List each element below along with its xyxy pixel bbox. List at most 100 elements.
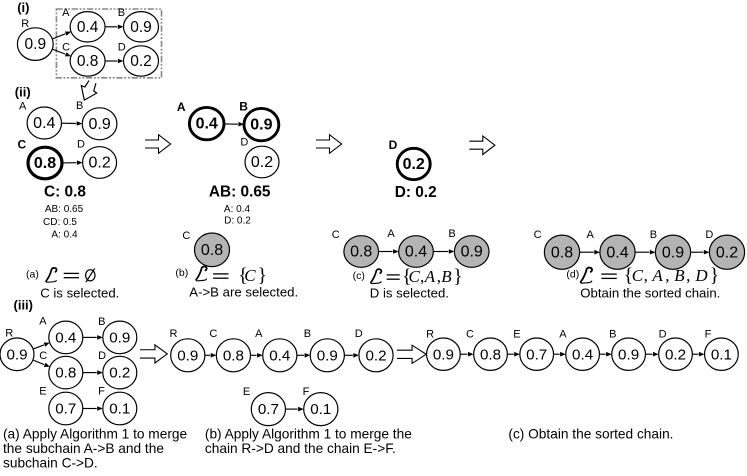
- svg-text:0.9: 0.9: [250, 117, 272, 134]
- svg-text:0.9: 0.9: [662, 244, 684, 261]
- svg-text:D is selected.: D is selected.: [370, 286, 449, 301]
- svg-text:A: A: [62, 7, 70, 19]
- svg-text:B: B: [239, 99, 248, 113]
- svg-text:}: }: [453, 266, 462, 287]
- svg-text:0.1: 0.1: [310, 401, 331, 418]
- svg-text:C: C: [534, 229, 542, 241]
- svg-text:0.4: 0.4: [269, 347, 290, 364]
- svg-text:AB: 0.65: AB: 0.65: [209, 183, 271, 200]
- svg-text:,: ,: [665, 266, 669, 285]
- svg-text:C: C: [409, 267, 421, 286]
- svg-text:0.9: 0.9: [25, 36, 47, 53]
- svg-text:0.9: 0.9: [177, 347, 198, 364]
- svg-text:0.2: 0.2: [365, 347, 386, 364]
- svg-text:0.4: 0.4: [77, 19, 99, 36]
- svg-text:C: C: [332, 229, 340, 241]
- svg-text:0.8: 0.8: [34, 155, 56, 172]
- svg-text:0.4: 0.4: [55, 330, 76, 347]
- svg-text:C: C: [182, 230, 190, 242]
- svg-text:(c): (c): [353, 270, 365, 282]
- svg-text:E: E: [513, 329, 520, 341]
- svg-text:(d): (d): [566, 269, 579, 281]
- svg-text:B: B: [98, 316, 105, 328]
- svg-text:0.1: 0.1: [711, 346, 732, 363]
- svg-text:0.7: 0.7: [55, 401, 76, 418]
- svg-text:R: R: [426, 329, 434, 341]
- svg-text:0.4: 0.4: [606, 244, 628, 261]
- svg-text:D: D: [705, 229, 713, 241]
- svg-text:subchain C->D.: subchain C->D.: [3, 455, 98, 470]
- svg-text:B: B: [76, 100, 83, 112]
- svg-text:{: {: [402, 266, 411, 287]
- svg-text:0.9: 0.9: [461, 244, 483, 261]
- svg-text:0.2: 0.2: [251, 154, 273, 171]
- svg-text:E: E: [39, 386, 46, 398]
- svg-text:0.8: 0.8: [223, 347, 244, 364]
- svg-text:C: C: [62, 41, 70, 53]
- svg-text:0.7: 0.7: [258, 401, 279, 418]
- svg-text:B: B: [118, 7, 125, 19]
- svg-text:C: C: [39, 350, 47, 362]
- svg-text:A: 0.4: A: 0.4: [224, 204, 251, 215]
- svg-text:0.9: 0.9: [433, 346, 454, 363]
- svg-text:(a) Apply Algorithm 1 to merge: (a) Apply Algorithm 1 to merge: [3, 426, 187, 441]
- svg-text:0.9: 0.9: [618, 346, 639, 363]
- svg-text:CD: 0.5: CD: 0.5: [43, 217, 77, 228]
- svg-text:C: C: [244, 266, 256, 285]
- svg-text:D: D: [77, 138, 85, 150]
- svg-text:D: D: [659, 329, 667, 341]
- svg-text:(b) Apply Algorithm 1 to merge: (b) Apply Algorithm 1 to merge the: [205, 426, 412, 441]
- svg-text:0.9: 0.9: [317, 347, 338, 364]
- svg-text:A: A: [587, 229, 595, 241]
- svg-text:D: 0.2: D: 0.2: [224, 215, 251, 226]
- svg-text:0.2: 0.2: [665, 346, 686, 363]
- svg-text:B: B: [674, 266, 685, 285]
- svg-text:A: A: [39, 316, 47, 328]
- svg-text:0.7: 0.7: [526, 346, 547, 363]
- svg-text:B: B: [441, 267, 452, 286]
- svg-text:F: F: [303, 386, 310, 398]
- svg-text:A: A: [651, 266, 663, 285]
- svg-text:F: F: [705, 329, 712, 341]
- svg-text:(i): (i): [17, 0, 29, 15]
- svg-text:,: ,: [686, 266, 690, 285]
- svg-text:0.2: 0.2: [716, 244, 738, 261]
- svg-text:A: A: [559, 329, 567, 341]
- svg-text:0.9: 0.9: [130, 19, 152, 36]
- svg-text:(c) Obtain the sorted chain.: (c) Obtain the sorted chain.: [508, 426, 673, 441]
- svg-text:C: C: [632, 266, 644, 285]
- svg-text:0.8: 0.8: [350, 244, 372, 261]
- svg-text:{: {: [624, 266, 633, 287]
- svg-text:0.2: 0.2: [403, 156, 425, 173]
- svg-text:R: R: [170, 328, 178, 340]
- svg-text:(a): (a): [26, 269, 39, 281]
- svg-text:C: C: [466, 329, 474, 341]
- svg-text:0.4: 0.4: [572, 346, 593, 363]
- svg-text:0.8: 0.8: [551, 244, 573, 261]
- svg-text:A: A: [19, 100, 27, 112]
- svg-text:D: 0.2: D: 0.2: [395, 184, 437, 201]
- svg-text:C: 0.8: C: 0.8: [44, 184, 86, 201]
- svg-text:chain R->D and the chain E->F.: chain R->D and the chain E->F.: [205, 441, 396, 456]
- svg-text:B: B: [448, 228, 455, 240]
- svg-text:0.4: 0.4: [196, 116, 218, 133]
- svg-text:D: D: [389, 138, 398, 152]
- svg-text:0.8: 0.8: [201, 242, 223, 259]
- svg-text:0.4: 0.4: [405, 244, 427, 261]
- svg-text:D: D: [118, 41, 126, 53]
- svg-text:B: B: [650, 229, 657, 241]
- svg-text:A: A: [177, 100, 186, 114]
- svg-text:(iii): (iii): [14, 297, 34, 312]
- svg-text:D: D: [694, 266, 708, 285]
- svg-text:D: D: [240, 136, 248, 148]
- svg-text:(b): (b): [175, 267, 188, 279]
- svg-text:A: 0.4: A: 0.4: [51, 229, 78, 240]
- svg-text:}: }: [258, 265, 267, 286]
- svg-text:,: ,: [437, 267, 441, 286]
- svg-text:R: R: [21, 18, 29, 30]
- svg-text:0.1: 0.1: [109, 401, 130, 418]
- svg-text:0.2: 0.2: [109, 365, 130, 382]
- svg-text:AB: 0.65: AB: 0.65: [45, 204, 84, 215]
- svg-text:the subchain A->B and the: the subchain A->B and the: [3, 441, 164, 456]
- svg-text:A: A: [255, 328, 263, 340]
